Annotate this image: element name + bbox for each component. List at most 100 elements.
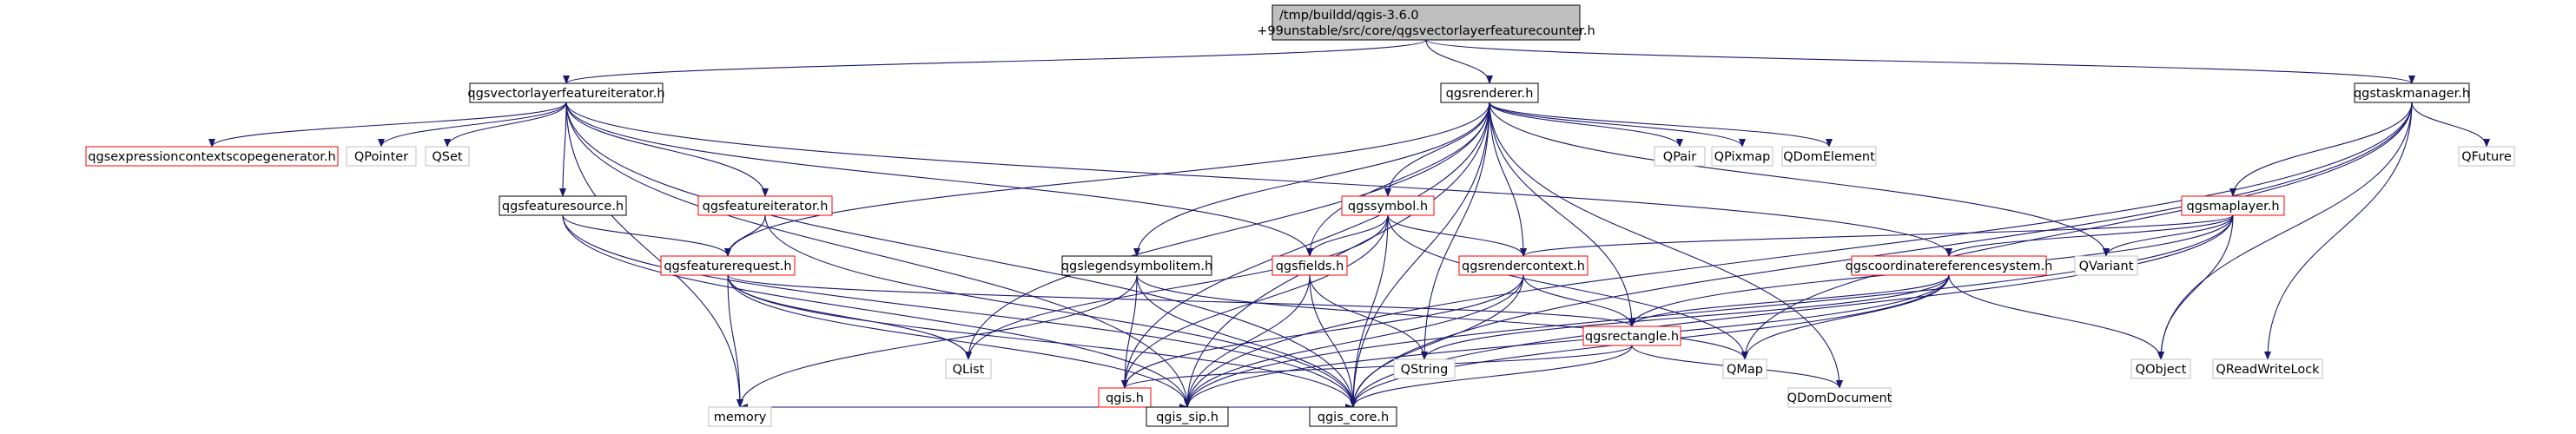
node-qreadwritelock[interactable]: QReadWriteLock — [2212, 358, 2323, 379]
edge-qgssymbol-to-qlist — [965, 214, 1389, 360]
edge-qgsfeaturerequest-to-qlist — [727, 274, 972, 360]
node-qset[interactable]: QSet — [425, 146, 470, 167]
node-qvariant[interactable]: QVariant — [2074, 255, 2138, 276]
node-box — [2212, 358, 2323, 379]
node-qgsrendercontext[interactable]: qgsrendercontext.h — [1458, 255, 1589, 276]
edge-qgsfeaturesource-to-qgsfeaturerequest — [562, 214, 731, 257]
edges-layer — [208, 39, 2490, 411]
node-qgscoordinatereferencesystem[interactable]: qgscoordinatereferencesystem.h — [1846, 255, 2053, 276]
edge-qgsfeaturerequest-to-qgis_sip — [727, 274, 1191, 408]
node-qstring[interactable]: QString — [1393, 358, 1456, 379]
edge-qgssymbol-to-qgis — [1121, 214, 1389, 389]
edge-qmaplayer-to-qobject — [2157, 214, 2234, 360]
node-qgsexpressioncontextscopegenerator[interactable]: qgsexpressioncontextscopegenerator.h — [85, 146, 339, 167]
node-qdomdocument[interactable]: QDomDocument — [1787, 387, 1892, 408]
edge-qgsfields-to-qgis_core — [1309, 274, 1357, 408]
node-label: QPointer — [354, 150, 408, 164]
node-box — [1781, 146, 1877, 167]
node-qpair[interactable]: QPair — [1654, 146, 1706, 167]
node-box — [346, 146, 417, 167]
node-qgssymbol[interactable]: qgssymbol.h — [1341, 195, 1435, 216]
node-label: QString — [1401, 363, 1449, 377]
node-qgslegendsymbolitem[interactable]: qgslegendsymbolitem.h — [1061, 255, 1212, 276]
edge-qgscoordinatereferencesystem-to-qgis_sip — [1184, 274, 1950, 408]
node-label: qgsrectangle.h — [1585, 330, 1679, 344]
node-qmap[interactable]: QMap — [1722, 358, 1767, 379]
node-box — [2458, 146, 2515, 167]
node-box — [1393, 358, 1456, 379]
node-memory[interactable]: memory — [708, 406, 772, 427]
node-label: memory — [714, 411, 767, 424]
node-box — [1271, 4, 1581, 41]
node-qgsrenderer[interactable]: qgsrenderer.h — [1440, 82, 1539, 103]
edge-qgsrenderer-to-qlist — [965, 102, 1490, 360]
edge-qgsrendercontext-to-qgis — [1121, 274, 1524, 389]
node-label: qgslegendsymbolitem.h — [1061, 260, 1212, 273]
node-box — [1458, 255, 1589, 276]
node-label: qgsmaplayer.h — [2186, 200, 2279, 214]
node-box — [945, 358, 992, 379]
node-qgsfeaturerequest[interactable]: qgsfeaturerequest.h — [660, 255, 796, 276]
edge-qgsrenderer-to-qpair — [1489, 102, 1683, 148]
edge-qgsfeaturesource-to-qgis_sip — [562, 214, 1191, 408]
node-label: qgscoordinatereferencesystem.h — [1846, 260, 2053, 273]
node-qgsfeatureiterator[interactable]: qgsfeatureiterator.h — [697, 195, 833, 216]
node-qobject[interactable]: QObject — [2130, 358, 2191, 379]
node-qgsfeaturesource[interactable]: qgsfeaturesource.h — [499, 195, 627, 216]
node-qgstaskmanager[interactable]: qgstaskmanager.h — [2354, 82, 2470, 103]
edge-qgsvectorlayerfeatureiterator-to-qgsexpressioncontextscopegenerator — [208, 102, 567, 148]
edge-qgsrenderer-to-qdomdocument — [1489, 102, 1843, 389]
node-label: QPixmap — [1714, 150, 1771, 164]
edge-qgsvectorlayerfeatureiterator-to-qgis_sip — [565, 102, 1191, 408]
node-box — [1722, 358, 1767, 379]
edge-qgsrenderer-to-qpixmap — [1489, 102, 1746, 148]
edge-qmaplayer-to-qgis_sip — [1184, 214, 2234, 408]
edge-qgslegendsymbolitem-to-qmap — [1136, 274, 1748, 360]
node-qgsrectangle[interactable]: qgsrectangle.h — [1582, 326, 1681, 346]
node-qgsvectorlayerfeatureiterator[interactable]: qgsvectorlayerfeatureiterator.h — [467, 82, 665, 103]
edge-qgsrenderer-to-qgsrectangle — [1489, 102, 1635, 327]
node-label: qgsfeaturerequest.h — [664, 260, 791, 273]
edge-qgsrenderer-to-qgis — [1121, 102, 1490, 389]
node-qgis[interactable]: qgis.h — [1098, 387, 1152, 408]
node-label: QPair — [1663, 150, 1696, 164]
nodes-layer: /tmp/buildd/qgis-3.6.0+99unstable/src/co… — [85, 4, 2515, 427]
edge-root-to-qgstaskmanager — [1425, 39, 2415, 84]
node-qpixmap[interactable]: QPixmap — [1711, 146, 1773, 167]
node-label: qgstaskmanager.h — [2354, 87, 2470, 101]
node-qgis_sip[interactable]: qgis_sip.h — [1146, 406, 1229, 427]
edge-qgsvectorlayerfeatureiterator-to-qgsfeatureiterator — [565, 102, 769, 197]
node-box — [85, 146, 339, 167]
node-qlist[interactable]: QList — [945, 358, 992, 379]
edge-qgslegendsymbolitem-to-qgis — [1121, 274, 1138, 389]
node-label: QList — [953, 363, 985, 377]
node-box — [708, 406, 772, 427]
node-label: QDomElement — [1783, 150, 1875, 164]
node-qmaplayer[interactable]: qgsmaplayer.h — [2181, 195, 2285, 216]
edge-qgstaskmanager-to-qmap — [1741, 102, 2413, 360]
node-label: qgssymbol.h — [1348, 200, 1428, 214]
node-qgis_core[interactable]: qgis_core.h — [1309, 406, 1397, 427]
node-box — [1309, 406, 1397, 427]
edge-qgsrectangle-to-qgis — [1121, 345, 1633, 389]
edge-qgsvectorlayerfeatureiterator-to-qpointer — [378, 102, 567, 148]
node-label: qgsexpressioncontextscopegenerator.h — [88, 150, 335, 164]
edge-qgsvectorlayerfeatureiterator-to-qgsfeaturesource — [559, 102, 567, 197]
node-box — [2354, 82, 2470, 103]
edge-qgstaskmanager-to-qgis_sip — [1184, 102, 2413, 408]
node-box — [1582, 326, 1681, 346]
node-qdomelement[interactable]: QDomElement — [1781, 146, 1877, 167]
node-box — [2130, 358, 2191, 379]
node-box — [469, 82, 664, 103]
edge-qgsrenderer-to-qgssymbol — [1384, 102, 1490, 197]
node-qgsfields[interactable]: qgsfields.h — [1271, 255, 1348, 276]
node-qpointer[interactable]: QPointer — [346, 146, 417, 167]
node-label: QDomDocument — [1787, 391, 1892, 405]
edge-qgsfeaturerequest-to-qgsrectangle — [727, 274, 1635, 327]
node-qfuture[interactable]: QFuture — [2458, 146, 2515, 167]
edge-qmaplayer-to-qgscoordinatereferencesystem — [1945, 214, 2234, 257]
edge-qgscoordinatereferencesystem-to-qgsrectangle — [1628, 274, 1950, 327]
edge-qgsfeaturesource-to-qgis_core — [562, 214, 1357, 408]
node-box — [1711, 146, 1773, 167]
